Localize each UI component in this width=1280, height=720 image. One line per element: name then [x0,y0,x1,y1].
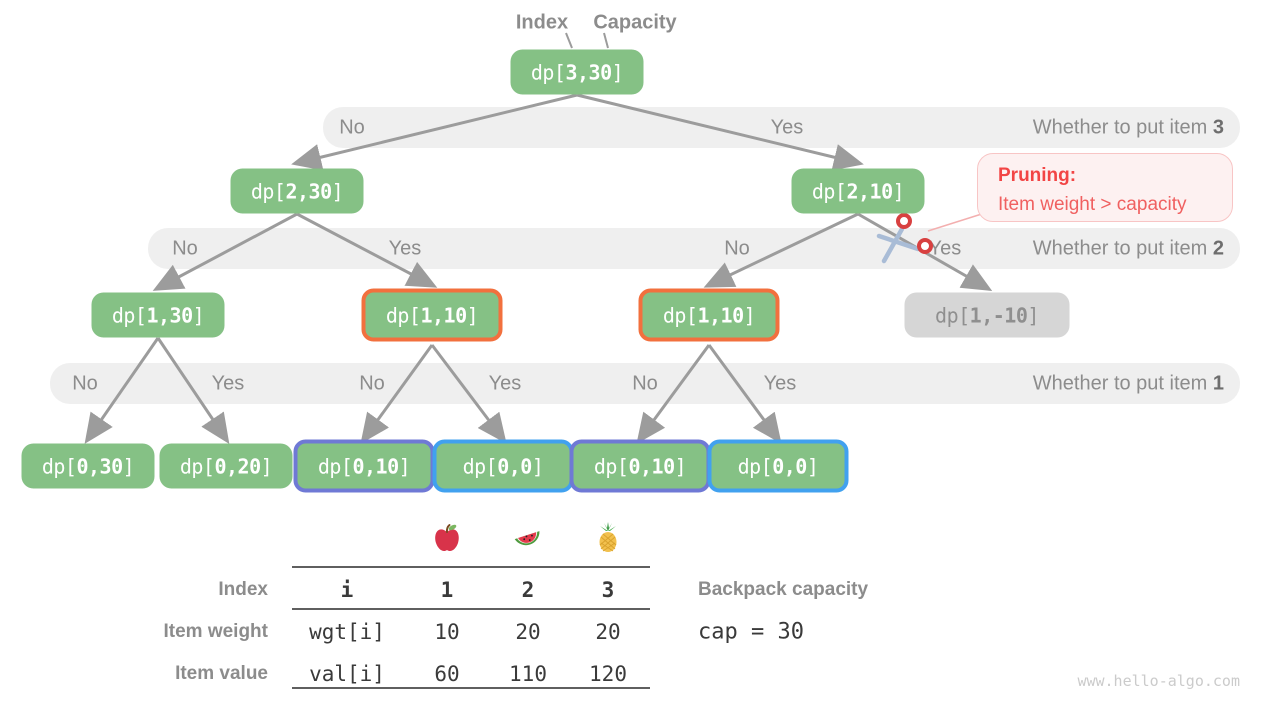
table-rule-bottom [292,687,650,689]
tree-edge [703,212,859,288]
scissors-icon [876,213,933,264]
choice-label: Yes [763,372,797,394]
dp-node: dp[0,0] [432,439,574,493]
tree-edge [430,344,507,444]
table-cell: 2 [521,578,535,602]
band-caption: Whether to put item 1 [1032,372,1224,394]
table-row-label: Item weight [163,621,268,642]
tree-edge [707,344,782,444]
choice-label: Yes [928,237,962,259]
choice-label: No [339,116,365,138]
pineapple-icon [599,522,617,552]
choice-label: No [632,372,658,394]
table-cell: wgt[i] [309,620,385,644]
pruning-connector-line [927,211,989,232]
tree-edge [296,212,438,288]
table-cell: 10 [434,620,460,644]
backpack-capacity-label: Backpack capacity [698,579,869,600]
dp-node: dp[1,-10] [904,292,1070,338]
table-cell: 1 [440,578,454,602]
table-cell: 20 [595,620,621,644]
watermark: www.hello-algo.com [1077,672,1240,690]
dp-node: dp[1,10] [361,288,503,342]
dp-node: dp[0,10] [569,439,711,493]
tree-edge [84,337,160,444]
tree-edge [291,93,578,171]
decision-band-item-3: No Yes Whether to put item 3 [323,107,1240,148]
header-tick-lines [565,32,609,49]
choice-label: Yes [488,372,522,394]
dp-node: dp[0,0] [707,439,849,493]
table-row-label: Index [218,579,268,600]
choice-label: Yes [770,116,804,138]
capacity-arg-label: Capacity [593,11,677,34]
choice-label: No [172,237,198,259]
tree-edge [360,344,434,444]
table-row-label: Item value [175,663,268,684]
tree-edge [152,212,298,291]
table-cell: 120 [589,662,627,686]
dp-node: dp[0,30] [21,443,155,489]
choice-label: Yes [211,372,245,394]
choice-label: No [72,372,98,394]
dp-node: dp[3,30] [510,49,644,95]
tree-edge [576,93,864,171]
dp-node: dp[0,10] [293,439,435,493]
apple-icon [435,524,459,552]
decision-band-item-1: No Yes No Yes No Yes Whether to put item 1 [50,363,1240,404]
choice-label: Yes [388,237,422,259]
band-caption: Whether to put item 2 [1032,237,1224,259]
index-arg-label: Index [515,11,569,34]
table-rule-top [292,566,650,568]
band-caption: Whether to put item 3 [1032,116,1224,138]
dp-node: dp[2,10] [791,168,925,214]
tree-edge [636,344,711,444]
pruning-colon: : [1069,165,1077,186]
table-cell: 110 [509,662,547,686]
table-cell: 3 [601,578,615,602]
table-rule-middle [292,608,650,610]
table-cell: 60 [434,662,460,686]
table-cell: 20 [515,620,541,644]
pruning-detail: Item weight > capacity [998,194,1187,215]
watermelon-icon [514,531,540,546]
dp-node: dp[0,20] [159,443,293,489]
dp-node: dp[1,10] [638,288,780,342]
table-cell: val[i] [309,662,385,686]
decision-band-item-2: No Yes No Yes Whether to put item 2 [148,228,1240,269]
tree-edge [156,337,230,444]
choice-label: No [724,237,750,259]
dp-node: dp[2,30] [230,168,364,214]
dp-node: dp[1,30] [91,292,225,338]
table-cell: i [340,578,354,602]
pruning-note: Pruning: Item weight > capacity [977,153,1233,222]
pruning-title: Pruning [998,165,1070,186]
backpack-capacity-value: cap = 30 [698,619,804,645]
choice-label: No [359,372,385,394]
